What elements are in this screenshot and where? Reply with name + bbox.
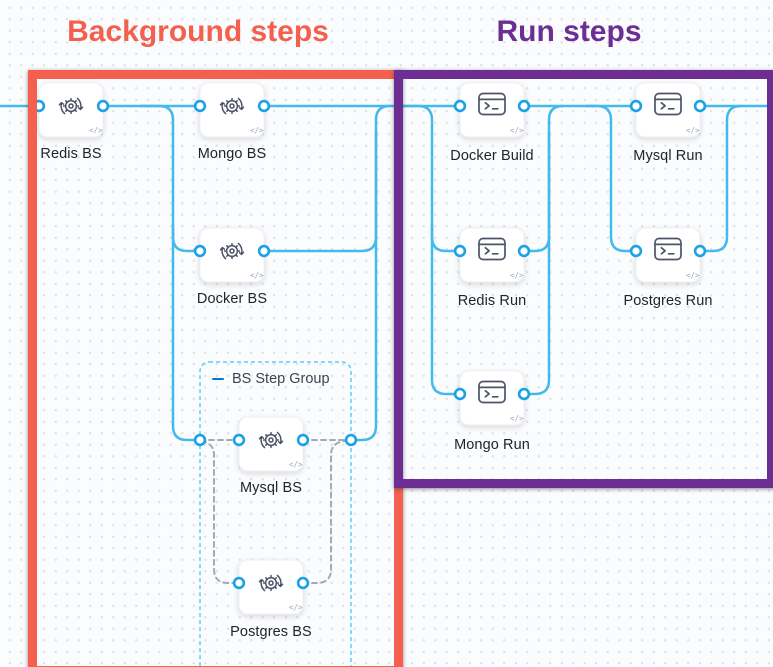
code-glyph: </> — [250, 126, 264, 135]
port-postgres-bs-in[interactable] — [232, 576, 246, 590]
code-glyph: </> — [289, 460, 303, 469]
step-group-label: BS Step Group — [232, 371, 330, 387]
port-docker-build-out[interactable] — [517, 99, 531, 113]
step-label-mysql-bs: Mysql BS — [239, 480, 303, 496]
step-label-mongo-run: Mongo Run — [454, 437, 530, 453]
code-glyph: </> — [510, 414, 524, 423]
step-label-redis-bs: Redis BS — [40, 146, 102, 162]
connector-group-in-to-postgres-bs — [200, 440, 240, 584]
connector-split-to-mongo-run — [398, 104, 462, 396]
port-mongo-run-in[interactable] — [453, 387, 467, 401]
port-postgres-run-out[interactable] — [693, 244, 707, 258]
run-steps-title: Run steps — [496, 15, 642, 48]
connector-mongo-run-merge — [522, 130, 551, 396]
collapse-group-icon[interactable] — [212, 377, 224, 381]
step-label-postgres-run: Postgres Run — [623, 293, 713, 309]
code-glyph: </> — [289, 603, 303, 612]
background-steps-title: Background steps — [67, 15, 329, 48]
code-glyph: </> — [510, 271, 524, 280]
port-docker-bs-out[interactable] — [257, 244, 271, 258]
connector-postgres-run-merge — [698, 104, 743, 253]
background-steps-annotation-box — [28, 70, 403, 667]
code-glyph: </> — [89, 126, 103, 135]
connector-step-group-merge — [349, 130, 378, 442]
step-group-header: BS Step Group — [212, 371, 330, 387]
step-label-docker-build: Docker Build — [450, 148, 534, 164]
code-glyph: </> — [686, 126, 700, 135]
connector-split-to-docker-bs — [171, 223, 202, 253]
port-mysql-run-out[interactable] — [693, 99, 707, 113]
step-label-mysql-run: Mysql Run — [633, 148, 703, 164]
run-steps-annotation-box — [394, 70, 773, 488]
port-step-group-out[interactable] — [344, 433, 358, 447]
port-mysql-bs-out[interactable] — [296, 433, 310, 447]
step-label-redis-run: Redis Run — [457, 293, 527, 309]
port-mongo-bs-out[interactable] — [257, 99, 271, 113]
step-label-postgres-bs: Postgres BS — [230, 624, 312, 640]
connector-split-to-redis-run — [430, 223, 462, 253]
connector-split-to-step-group — [139, 104, 202, 442]
port-postgres-bs-out[interactable] — [296, 576, 310, 590]
connector-split-to-postgres-run — [584, 104, 638, 253]
port-mysql-run-in[interactable] — [629, 99, 643, 113]
port-redis-run-out[interactable] — [517, 244, 531, 258]
port-docker-build-in[interactable] — [453, 99, 467, 113]
port-step-group-in[interactable] — [193, 433, 207, 447]
port-mongo-bs-in[interactable] — [193, 99, 207, 113]
step-label-mongo-bs: Mongo BS — [197, 146, 267, 162]
step-group-border[interactable] — [199, 361, 352, 667]
code-glyph: </> — [510, 126, 524, 135]
code-glyph: </> — [250, 271, 264, 280]
port-redis-bs-out[interactable] — [96, 99, 110, 113]
port-mysql-bs-in[interactable] — [232, 433, 246, 447]
step-label-docker-bs: Docker BS — [196, 291, 268, 307]
code-glyph: </> — [686, 271, 700, 280]
port-redis-run-in[interactable] — [453, 244, 467, 258]
connector-postgres-bs-to-group-out — [302, 440, 352, 584]
port-mongo-run-out[interactable] — [517, 387, 531, 401]
port-postgres-run-in[interactable] — [629, 244, 643, 258]
port-docker-bs-in[interactable] — [193, 244, 207, 258]
